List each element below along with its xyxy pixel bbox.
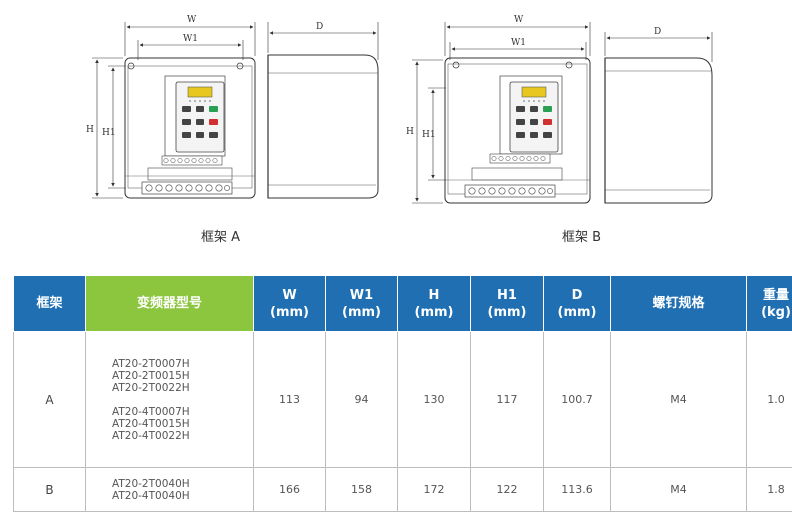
frame-b-h-label: H bbox=[406, 127, 414, 137]
cell-d: 100.7 bbox=[543, 331, 611, 468]
frame-b-w-label: W bbox=[514, 15, 524, 25]
header-weight: 重量(kg) bbox=[746, 275, 792, 332]
cell-weight: 1.0 bbox=[746, 331, 792, 468]
cell-models: AT20-2T0040H AT20-4T0040H bbox=[85, 467, 254, 512]
cell-h: 172 bbox=[397, 467, 471, 512]
frame-b-d-label: D bbox=[654, 27, 661, 37]
header-w1: W1(mm) bbox=[325, 275, 398, 332]
frame-b-side-view bbox=[604, 32, 713, 204]
cell-models: AT20-2T0007H AT20-2T0015H AT20-2T0022H A… bbox=[85, 331, 254, 468]
header-d: D(mm) bbox=[543, 275, 611, 332]
cell-frame: B bbox=[13, 467, 86, 512]
cell-d: 113.6 bbox=[543, 467, 611, 512]
cell-screw: M4 bbox=[610, 467, 747, 512]
frame-b-h1-label: H1 bbox=[422, 130, 436, 140]
header-model: 变频器型号 bbox=[85, 275, 254, 332]
cell-w: 166 bbox=[253, 467, 326, 512]
frame-a-w-label: W bbox=[187, 15, 197, 25]
header-screw: 螺钉规格 bbox=[610, 275, 747, 332]
header-frame: 框架 bbox=[13, 275, 86, 332]
cell-h: 130 bbox=[397, 331, 471, 468]
cell-h1: 122 bbox=[470, 467, 544, 512]
table-row: A AT20-2T0007H AT20-2T0015H AT20-2T0022H… bbox=[13, 331, 792, 468]
frame-a-h-label: H bbox=[86, 125, 94, 135]
cell-h1: 117 bbox=[470, 331, 544, 468]
cell-screw: M4 bbox=[610, 331, 747, 468]
table-header-row: 框架 变频器型号 W(mm) W1(mm) H(mm) H1(mm) D(mm)… bbox=[13, 275, 792, 332]
frame-a-caption: 框架 A bbox=[201, 230, 241, 245]
header-h1: H1(mm) bbox=[470, 275, 544, 332]
cell-w1: 158 bbox=[325, 467, 398, 512]
table-row: B AT20-2T0040H AT20-4T0040H 166 158 172 … bbox=[13, 467, 792, 512]
cell-w1: 94 bbox=[325, 331, 398, 468]
frame-a-front-view bbox=[124, 57, 256, 199]
cell-frame: A bbox=[13, 331, 86, 468]
frame-a-dimensions bbox=[92, 22, 256, 199]
frame-a-side-view bbox=[267, 22, 379, 199]
frame-b-caption: 框架 B bbox=[562, 230, 602, 245]
frame-a-d-label: D bbox=[316, 22, 323, 32]
technical-drawings: W W1 H H1 D W W1 H H1 bbox=[86, 15, 713, 204]
cell-w: 113 bbox=[253, 331, 326, 468]
header-h: H(mm) bbox=[397, 275, 471, 332]
dimension-table: 框架 变频器型号 W(mm) W1(mm) H(mm) H1(mm) D(mm)… bbox=[13, 275, 792, 512]
frame-b-front-view bbox=[444, 57, 591, 204]
frame-a-h1-label: H1 bbox=[102, 128, 116, 138]
frame-b-dimensions bbox=[412, 22, 591, 204]
cell-weight: 1.8 bbox=[746, 467, 792, 512]
frame-b-w1-label: W1 bbox=[511, 38, 526, 48]
header-w: W(mm) bbox=[253, 275, 326, 332]
frame-a-w1-label: W1 bbox=[183, 34, 198, 44]
